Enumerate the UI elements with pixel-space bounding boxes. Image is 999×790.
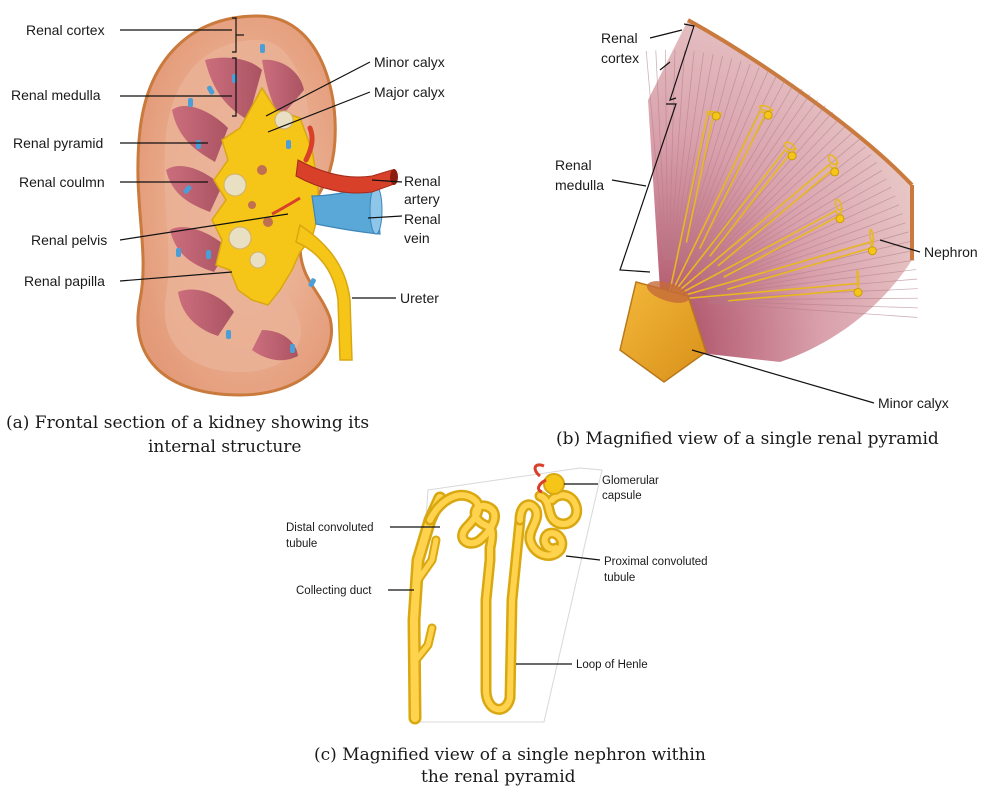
label-renal-artery-1: Renal bbox=[404, 173, 441, 189]
caption-c-line2: the renal pyramid bbox=[421, 767, 576, 787]
label-loop-of-henle: Loop of Henle bbox=[576, 659, 648, 671]
glomerulus-dot bbox=[788, 152, 796, 160]
label-b-renal-cortex-2: cortex bbox=[601, 50, 639, 66]
caption-c-line1: (c) Magnified view of a single nephron w… bbox=[314, 745, 706, 765]
distal-tubule-shape bbox=[430, 495, 520, 709]
panel-c-nephron: Glomerular capsule Distal convoluted tub… bbox=[286, 465, 708, 787]
label-renal-pelvis: Renal pelvis bbox=[31, 232, 107, 248]
label-renal-column: Renal coulmn bbox=[19, 174, 105, 190]
label-renal-pyramid: Renal pyramid bbox=[13, 135, 103, 151]
label-renal-papilla: Renal papilla bbox=[24, 273, 105, 289]
label-major-calyx: Major calyx bbox=[374, 84, 445, 100]
label-renal-vein-1: Renal bbox=[404, 211, 441, 227]
label-b-renal-medulla-2: medulla bbox=[555, 177, 604, 193]
label-renal-vein-2: vein bbox=[404, 230, 430, 246]
glomerulus-dot bbox=[712, 112, 720, 120]
panel-a-kidney: Renal cortex Renal medulla Renal pyramid… bbox=[6, 16, 445, 457]
label-distal-tubule-2: tubule bbox=[286, 538, 317, 550]
label-ureter: Ureter bbox=[400, 290, 439, 306]
label-proximal-tubule-2: tubule bbox=[604, 572, 635, 584]
caption-b: (b) Magnified view of a single renal pyr… bbox=[556, 429, 939, 449]
panel-b-pyramid: Renal cortex Renal medulla Nephron Minor… bbox=[555, 20, 978, 449]
glomerulus-dot bbox=[764, 111, 772, 119]
glomerular-capsule-shape bbox=[544, 474, 564, 494]
label-renal-cortex: Renal cortex bbox=[26, 22, 105, 38]
label-renal-artery-2: artery bbox=[404, 191, 440, 207]
label-minor-calyx-b: Minor calyx bbox=[878, 395, 949, 411]
glomerulus-dot bbox=[854, 288, 862, 296]
label-distal-tubule-1: Distal convoluted bbox=[286, 522, 374, 534]
caption-a-line2: internal structure bbox=[148, 437, 301, 457]
collecting-duct-shape bbox=[414, 498, 440, 718]
proximal-tubule-shape bbox=[520, 495, 577, 555]
label-collecting-duct: Collecting duct bbox=[296, 585, 372, 597]
caption-a-line1: (a) Frontal section of a kidney showing … bbox=[6, 413, 369, 433]
glomerulus-dot bbox=[836, 215, 844, 223]
label-proximal-tubule-1: Proximal convoluted bbox=[604, 556, 708, 568]
label-b-renal-cortex-1: Renal bbox=[601, 30, 638, 46]
label-renal-medulla: Renal medulla bbox=[11, 87, 101, 103]
label-minor-calyx-a: Minor calyx bbox=[374, 54, 445, 70]
label-b-renal-medulla-1: Renal bbox=[555, 157, 592, 173]
glomerulus-dot bbox=[868, 247, 876, 255]
label-nephron: Nephron bbox=[924, 244, 978, 260]
label-glomerular-capsule-1: Glomerular bbox=[602, 475, 659, 487]
glomerulus-dot bbox=[831, 168, 839, 176]
label-glomerular-capsule-2: capsule bbox=[602, 490, 642, 502]
